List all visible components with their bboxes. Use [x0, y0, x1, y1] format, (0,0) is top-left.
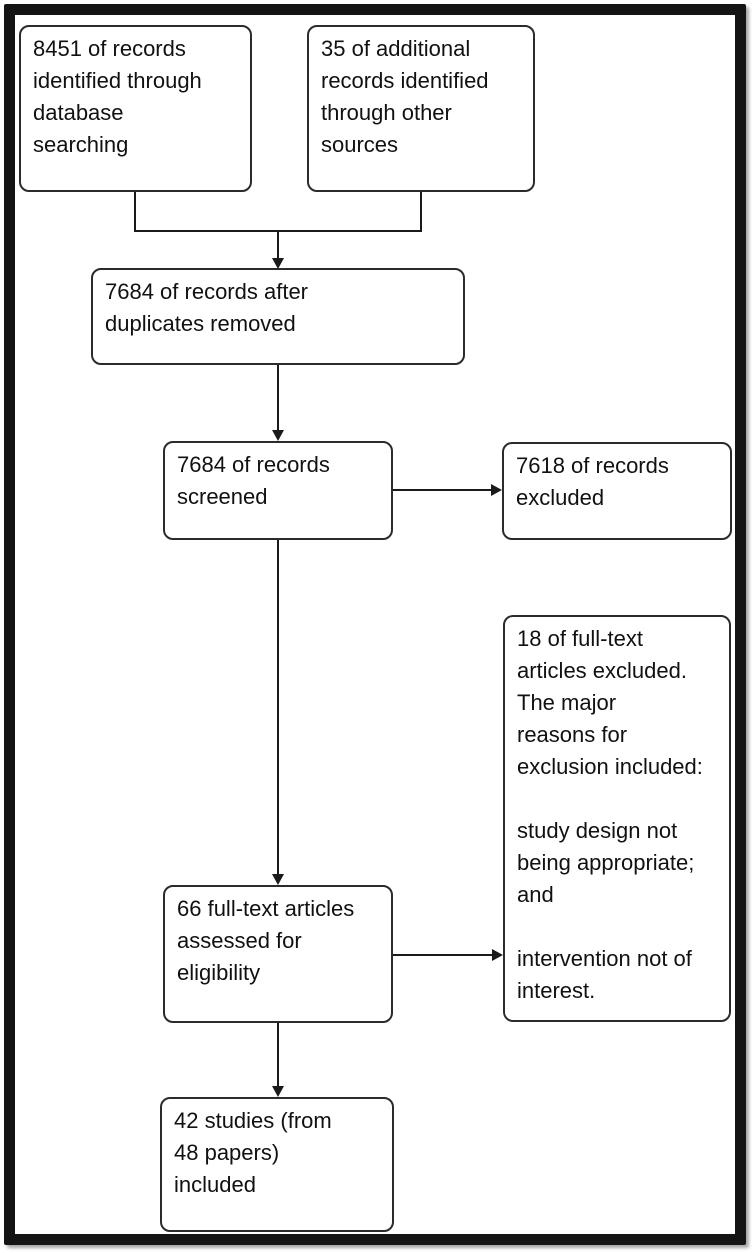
- node-records-excluded: 7618 of records excluded: [502, 442, 732, 540]
- connector-merge-to-duplicates: [277, 230, 279, 259]
- node-records-identified-database: 8451 of records identified through datab…: [19, 25, 252, 192]
- arrowhead-into-fulltext-assessed: [272, 874, 284, 885]
- connector-screened-to-fulltext: [277, 540, 279, 876]
- connector-fulltext-to-included: [277, 1023, 279, 1087]
- node-records-after-duplicates: 7684 of records after duplicates removed: [91, 268, 465, 365]
- node-records-screened: 7684 of records screened: [163, 441, 393, 540]
- outer-border-frame: [4, 4, 746, 1245]
- arrowhead-into-excluded-reasons: [492, 949, 503, 961]
- connector-fulltext-to-excluded-reasons: [393, 954, 494, 956]
- node-studies-included: 42 studies (from 48 papers) included: [160, 1097, 394, 1232]
- node-records-identified-other-sources: 35 of additional records identified thro…: [307, 25, 535, 192]
- node-fulltext-excluded-reasons: 18 of full-text articles excluded. The m…: [503, 615, 731, 1022]
- connector-identified-database-down: [134, 192, 136, 232]
- node-fulltext-assessed: 66 full-text articles assessed for eligi…: [163, 885, 393, 1023]
- arrowhead-into-screened: [272, 430, 284, 441]
- connector-screened-to-excluded: [393, 489, 493, 491]
- arrowhead-into-duplicates: [272, 258, 284, 269]
- connector-duplicates-to-screened: [277, 365, 279, 431]
- arrowhead-into-included: [272, 1086, 284, 1097]
- connector-identified-other-down: [420, 192, 422, 232]
- arrowhead-into-excluded: [491, 484, 502, 496]
